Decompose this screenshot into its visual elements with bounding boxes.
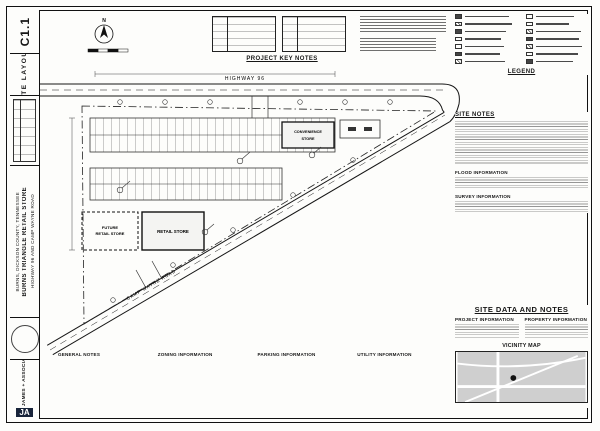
building-retail: RETAIL STORE — [141, 211, 205, 251]
site-notes-text — [455, 121, 588, 165]
firm-logo: JA — [16, 408, 33, 417]
note-paragraph — [360, 38, 436, 52]
building-conv-label-2: STORE — [301, 137, 314, 141]
parcel-boundary — [81, 105, 438, 325]
note-paragraph — [360, 16, 446, 34]
scale-bar — [87, 48, 129, 53]
driveways — [135, 96, 269, 289]
project-name: BURNS TRIANGLE RETAIL STORE — [21, 186, 28, 297]
title-block: C1.1 SITE LAYOUT BURNS, DICKSON COUNTY, … — [10, 10, 40, 419]
project-title-box: BURNS, DICKSON COUNTY, TENNESSEE BURNS T… — [10, 166, 39, 318]
keynote-callouts — [116, 146, 322, 236]
misc-notes-block — [360, 16, 446, 52]
building-conv-label-1: CONVENIENCE — [294, 130, 322, 134]
parking-info-title: PARKING INFORMATION — [257, 352, 316, 357]
firm-box: JAMES + ASSOCIATES, INC. JA — [10, 360, 39, 419]
key-notes-block: PROJECT KEY NOTES — [212, 16, 352, 62]
legend-rows — [455, 14, 588, 64]
north-label: N — [102, 18, 106, 24]
revision-rows — [13, 99, 36, 162]
flood-info-text — [455, 177, 588, 189]
firm-name: JAMES + ASSOCIATES, INC. — [22, 360, 27, 406]
legend-block: LEGEND — [455, 14, 588, 75]
site-data-block: SITE DATA AND NOTES PROJECT INFORMATION … — [455, 305, 588, 408]
engineer-seal — [10, 324, 39, 353]
survey-info-title: SURVEY INFORMATION — [455, 194, 511, 199]
road-top — [40, 83, 460, 123]
project-info-title: PROJECT INFORMATION — [455, 317, 514, 322]
fuel-canopy — [339, 119, 381, 139]
site-notes-title: SITE NOTES — [455, 112, 495, 118]
property-info-title: PROPERTY INFORMATION — [524, 317, 588, 322]
building-retail-label: RETAIL STORE — [157, 229, 189, 234]
revision-column-divider — [20, 99, 21, 162]
general-notes-title: GENERAL NOTES — [58, 352, 101, 357]
key-notes-table-2 — [282, 16, 346, 52]
project-info-text — [455, 323, 519, 339]
vicinity-map-title: VICINITY MAP — [502, 342, 541, 349]
site-data-title: SITE DATA AND NOTES — [474, 305, 569, 314]
revision-table — [10, 96, 39, 166]
building-future-retail: FUTURE RETAIL STORE — [81, 211, 139, 251]
key-notes-title: PROJECT KEY NOTES — [246, 56, 318, 62]
survey-info-text — [455, 201, 588, 213]
building-convenience: CONVENIENCE STORE — [281, 119, 381, 149]
sheet-number: C1.1 — [17, 16, 32, 47]
flood-info-title: FLOOD INFORMATION — [455, 170, 508, 175]
utility-info-title: UTILITY INFORMATION — [357, 352, 412, 357]
dimension-lines — [69, 71, 336, 251]
tree-symbols — [110, 99, 393, 303]
vicinity-map — [455, 350, 588, 403]
site-notes-block: SITE NOTES FLOOD INFORMATION SURVEY INFO… — [455, 112, 588, 213]
bottom-notes-strip: GENERAL NOTES ZONING INFORMATION PARKING… — [58, 352, 448, 414]
legend-title: LEGEND — [507, 69, 536, 75]
zoning-info-title: ZONING INFORMATION — [157, 352, 213, 357]
sheet-number-box: C1.1 — [10, 10, 39, 54]
road-label-highway: HIGHWAY 96 — [225, 76, 265, 82]
north-arrow: N — [94, 18, 114, 44]
road-label-camp-wayne: CAMP WAYNE ROAD — [126, 268, 177, 301]
seal-box — [10, 318, 39, 360]
key-notes-table-1 — [212, 16, 276, 52]
building-future-label-1: FUTURE — [102, 225, 119, 230]
project-address: HIGHWAY 96 AND CAMP WAYNE ROAD — [29, 194, 35, 289]
property-info-text — [524, 323, 588, 339]
sheet-title-box: SITE LAYOUT — [10, 54, 39, 96]
building-future-label-2: RETAIL STORE — [96, 231, 125, 236]
project-location: BURNS, DICKSON COUNTY, TENNESSEE — [14, 191, 20, 292]
sheet-title: SITE LAYOUT — [21, 54, 28, 96]
